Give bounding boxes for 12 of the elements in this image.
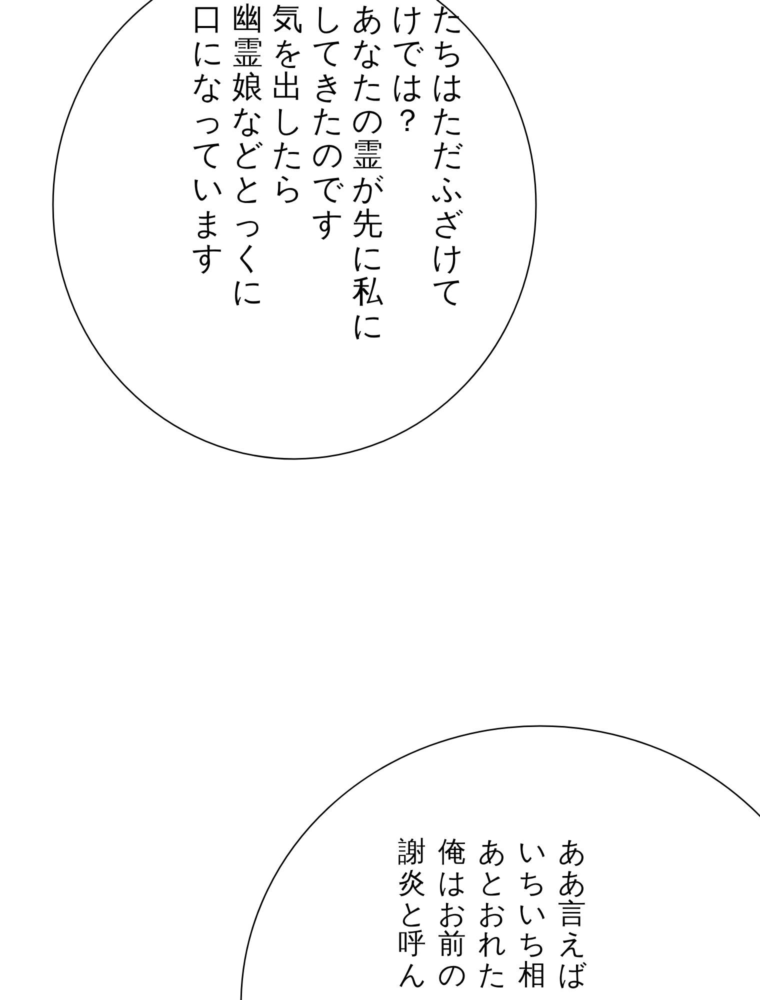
dialogue-text: 俺はお前の — [438, 837, 466, 991]
dialogue-text: 幽霊娘などとっくに — [232, 2, 263, 309]
dialogue-text: あとおれた — [478, 837, 506, 991]
dialogue-text: たちはただふざけて — [432, 2, 463, 309]
dialogue-text: あなたの霊が先に私に — [352, 2, 383, 343]
dialogue-text: 謝炎と呼ん — [398, 837, 426, 991]
dialogue-text: 口になっています — [192, 2, 223, 275]
dialogue-text: ああ言えば — [558, 837, 586, 991]
dialogue-text: けでは？ — [392, 2, 423, 138]
dialogue-text: してきたのです — [312, 2, 343, 241]
dialogue-text: 気を出したら — [272, 2, 303, 207]
dialogue-text: いちいち相 — [518, 837, 546, 991]
